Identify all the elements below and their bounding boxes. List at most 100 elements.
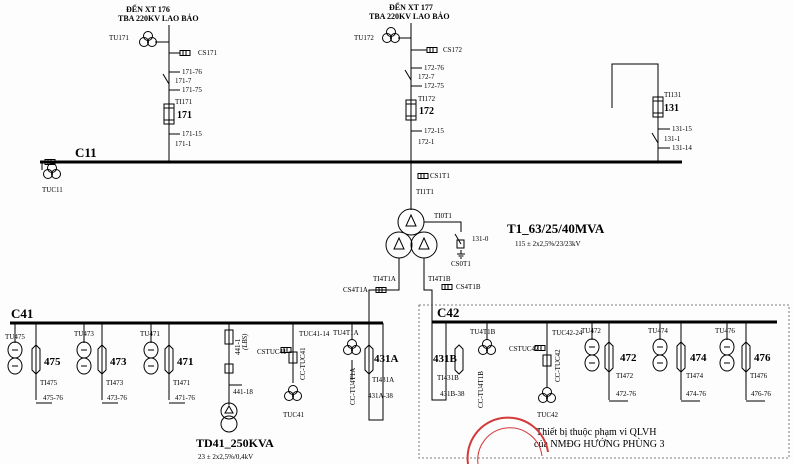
f171-tu-label: TU171 [109,34,129,42]
f172-ti: TI172 [418,95,436,103]
f472-ds: 472-76 [616,390,636,398]
f171-ti: TI171 [175,98,193,106]
tuc41-tu: TUC41 [283,411,305,419]
qlvh-note-1: Thiết bị thuộc phạm vi QLVH [536,427,656,438]
red-stamp-inner [477,427,543,464]
f131-ds-14: 131-14 [672,144,692,152]
f476-cb: 476 [754,352,771,364]
f431a-ds: 431A-38 [368,392,393,400]
tuc11-symbol [41,159,61,179]
feeder-431b: TU4T1B 431B TI431B CC-TU4T1B 431B-38 [431,322,496,408]
t1-cs-4b: CS4T1B [456,283,481,291]
f476-ds: 476-76 [751,390,771,398]
tuc42-tu: TUC42 [537,411,559,419]
f171-dest2: TBA 220KV LAO BẢO [118,13,199,23]
f172-ds-75: 172-75 [424,82,444,90]
f172-dest2: TBA 220KV LAO BẢO [369,11,450,21]
f431b-ti: TI431B [437,374,459,382]
f171-ds-7: 171-7 [175,77,192,85]
f475-cb: 475 [44,356,61,368]
f172-ds-7: 172-7 [418,73,435,81]
t1-ds-0: 131-0 [472,235,489,243]
qlvh-note-2: của NMĐG HƯỚNG PHÙNG 3 [534,438,665,450]
f473-ti: TI473 [106,379,124,387]
feeder-172: ĐẾN XT 177 TBA 220KV LAO BẢO TU172 CS172… [354,2,463,162]
feeder-171: ĐẾN XT 176 TBA 220KV LAO BẢO TU171 CS171… [109,4,218,162]
feeder-474: TU474 474 TI474 474-76 [648,322,707,402]
f473-ds: 473-76 [107,394,127,402]
f172-ds-15: 172-15 [424,127,444,135]
feeder-475: TU475 475 TI475 475-76 [5,323,63,404]
f431a-tu: TU4T1A [333,329,359,337]
f473-cb: 473 [110,356,127,368]
f131-ds-15: 131-15 [672,125,692,133]
t1-cs-label: CS1T1 [430,172,450,180]
f171-cs-label: CS171 [198,49,218,57]
f172-ds-1: 172-1 [418,138,435,146]
tuc41-group: TUC41-14 CSTUC41 CC-TUC41 TUC41 [257,323,330,419]
f131-cb: 131 [664,103,679,114]
feeder-431a: TU4T1A CC-TU4T1A 431A TI431A 431A-38 [333,323,399,421]
td41-ds: 441-18 [233,388,253,396]
f172-ds-76: 172-76 [424,64,444,72]
f431b-tu: TU4T1B [470,328,496,336]
f475-ti: TI475 [40,379,58,387]
f474-tu: TU474 [648,327,668,335]
tuc42-ds: TUC42-24 [552,329,583,337]
feeder-476: TU476 476 TI476 476-76 [715,322,771,402]
f474-cb: 474 [690,352,707,364]
tuc41-ds: TUC41-14 [299,330,330,338]
f171-ds-76: 171-76 [182,68,202,76]
f131-ds-1: 131-1 [664,135,681,143]
f172-dest1: ĐẾN XT 177 [389,2,433,12]
f431b-ds: 431B-38 [440,390,465,398]
f131-ti: TI131 [664,91,682,99]
feeder-471: TU471 471 TI471 471-76 [140,323,195,404]
feeder-131: TI131 131 131-15 131-1 131-14 [611,63,692,162]
f472-ti: TI472 [616,372,634,380]
f171-ds-75: 171-75 [182,86,202,94]
transformer-t1: CS1T1 TI1T1 TI0T1 131-0 CS0T1 T1_63/25/4… [343,162,605,323]
t1-name: T1_63/25/40MVA [507,221,605,236]
f474-ti: TI474 [686,372,704,380]
bus-c41-label: C41 [11,306,33,321]
tuc41-cc: CC-TUC41 [299,347,307,380]
t1-ti-4b: TI4T1B [428,275,451,283]
f471-tu: TU471 [140,330,160,338]
f471-ds: 471-76 [175,394,195,402]
station-transformer-td41: 441-1 (LBS) 441-18 TD41_250KVA 23 ± 2x2,… [196,323,274,461]
f431b-cc: CC-TU4T1B [477,371,485,408]
feeder-472: TU472 472 TI472 472-76 [581,322,637,402]
f472-tu: TU472 [581,327,601,335]
bus-c42-label: C42 [437,305,459,320]
f431b-cb: 431B [433,353,458,365]
red-stamp [466,416,549,464]
f471-ti: TI471 [173,379,191,387]
f472-cb: 472 [620,352,637,364]
feeder-473: TU473 473 TI473 473-76 [74,323,127,404]
qlvh-boundary [418,304,790,459]
f474-ds: 474-76 [686,390,706,398]
f476-ti: TI476 [750,372,768,380]
t1-ti-0: TI0T1 [434,212,452,220]
f171-ds-15: 171-15 [182,130,202,138]
f431a-cb: 431A [374,353,399,365]
f431a-cc: CC-TU4T1A [349,368,357,405]
f171-cb: 171 [177,110,192,121]
f171-ds-1: 171-1 [175,140,192,148]
t1-ti-4a: TI4T1A [373,275,396,283]
t1-ti-hv: TI1T1 [416,188,434,196]
tuc11-label: TUC11 [42,186,63,194]
t1-ratio: 115 ± 2x2,5%/23/23kV [515,240,581,248]
tuc42-cc: CC-TUC42 [554,349,562,382]
bus-c11-label: C11 [75,145,97,160]
f476-tu: TU476 [715,327,735,335]
t1-cs-0: CS0T1 [451,260,471,268]
tuc41-cs: CSTUC41 [257,348,287,356]
f171-dest1: ĐẾN XT 176 [126,4,170,14]
f475-ds: 475-76 [43,394,63,402]
td41-ratio: 23 ± 2x2,5%/0,4kV [198,453,253,461]
tuc42-group: TUC42-24 CSTUC42 CC-TUC42 TUC42 [509,322,583,419]
td41-fuse: 441-1 [234,338,242,355]
